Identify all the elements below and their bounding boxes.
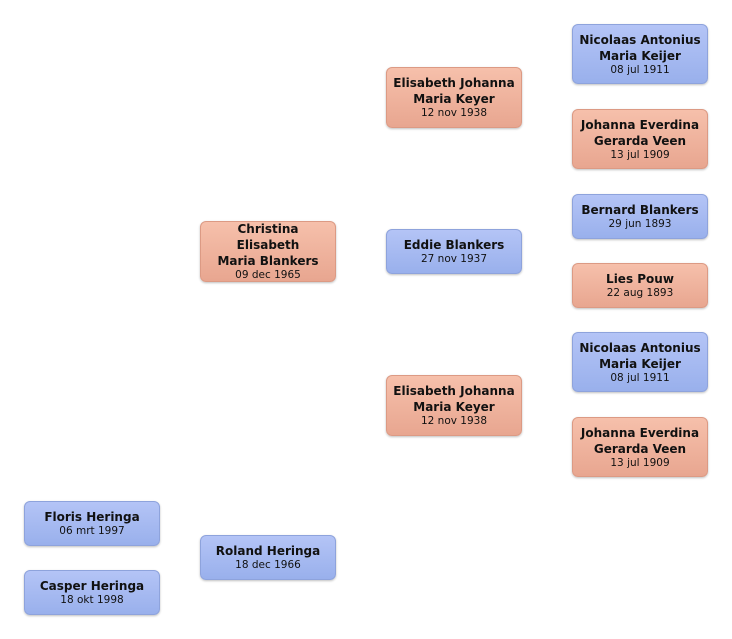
- person-name-line: Maria Keijer: [599, 48, 681, 63]
- person-name-line: Maria Keyer: [413, 400, 495, 414]
- person-box-g2[interactable]: Eddie Blankers 27 nov 1937: [386, 229, 522, 274]
- person-name-line: Maria Blankers: [217, 254, 319, 268]
- person-birth-date: 29 jun 1893: [608, 218, 672, 230]
- person-birth-date: 06 mrt 1997: [59, 525, 125, 537]
- person-name: Bernard Blankers: [575, 202, 704, 218]
- person-name-line: Christina Elisabeth: [236, 222, 300, 252]
- person-name: Eddie Blankers: [398, 237, 511, 253]
- person-box-m2[interactable]: Roland Heringa 18 dec 1966: [200, 535, 336, 580]
- person-name-line: Johanna Everdina: [580, 425, 700, 440]
- person-name-line: Elisabeth Johanna: [393, 384, 515, 398]
- person-box-c2[interactable]: Casper Heringa 18 okt 1998: [24, 570, 160, 615]
- person-box-p3[interactable]: Bernard Blankers 29 jun 1893: [572, 194, 708, 239]
- person-name: Floris Heringa: [38, 509, 145, 525]
- person-name: Lies Pouw: [600, 271, 680, 287]
- person-birth-date: 09 dec 1965: [235, 269, 301, 281]
- person-name-line: Maria Keijer: [599, 356, 681, 371]
- person-name-line: Gerarda Veen: [593, 441, 687, 456]
- person-name-line: Nicolaas Antonius: [579, 340, 701, 355]
- person-name-line: Bernard Blankers: [581, 203, 699, 217]
- person-box-c1[interactable]: Floris Heringa 06 mrt 1997: [24, 501, 160, 546]
- person-birth-date: 18 okt 1998: [60, 594, 124, 606]
- person-name-line: Johanna Everdina: [580, 117, 700, 132]
- person-name-line: Eddie Blankers: [403, 238, 505, 252]
- person-name-line: Floris Heringa: [44, 510, 140, 524]
- person-name: Roland Heringa: [210, 543, 326, 559]
- person-birth-date: 12 nov 1938: [420, 107, 488, 119]
- person-birth-date: 08 jul 1911: [610, 63, 670, 76]
- person-birth-date: 12 nov 1938: [420, 415, 488, 427]
- person-name-line: Maria Keyer: [413, 92, 495, 106]
- person-name: Casper Heringa: [34, 578, 150, 594]
- person-name-line: Lies Pouw: [606, 272, 674, 286]
- person-name-line: Elisabeth Johanna: [393, 76, 515, 90]
- person-birth-date: 13 jul 1909: [610, 148, 670, 161]
- person-birth-date: 13 jul 1909: [610, 456, 670, 469]
- person-birth-date: 18 dec 1966: [235, 559, 301, 571]
- person-box-p4[interactable]: Lies Pouw 22 aug 1893: [572, 263, 708, 308]
- person-name-line: Nicolaas Antonius: [579, 32, 701, 47]
- person-birth-date: 08 jul 1911: [610, 371, 670, 384]
- person-name-line: Gerarda Veen: [593, 133, 687, 148]
- person-name-line: Casper Heringa: [39, 579, 145, 593]
- person-name-line: Roland Heringa: [215, 544, 321, 558]
- person-birth-date: 27 nov 1937: [420, 253, 488, 265]
- person-birth-date: 22 aug 1893: [606, 287, 674, 299]
